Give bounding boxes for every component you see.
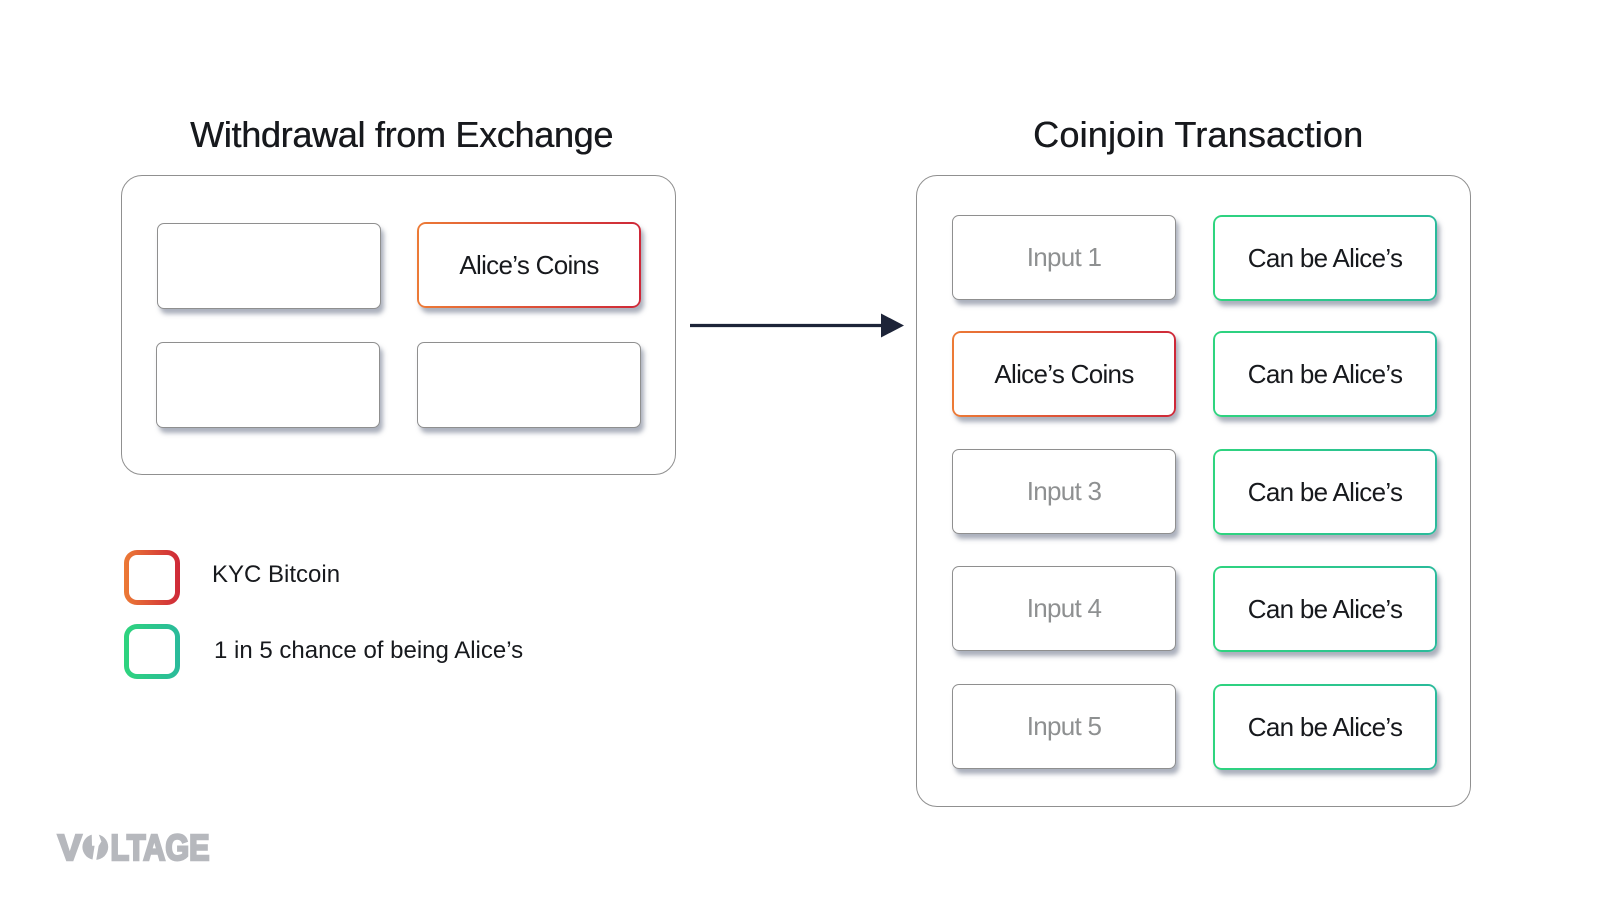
svg-text:LTAGE: LTAGE (111, 827, 210, 868)
svg-text:V: V (58, 827, 82, 868)
